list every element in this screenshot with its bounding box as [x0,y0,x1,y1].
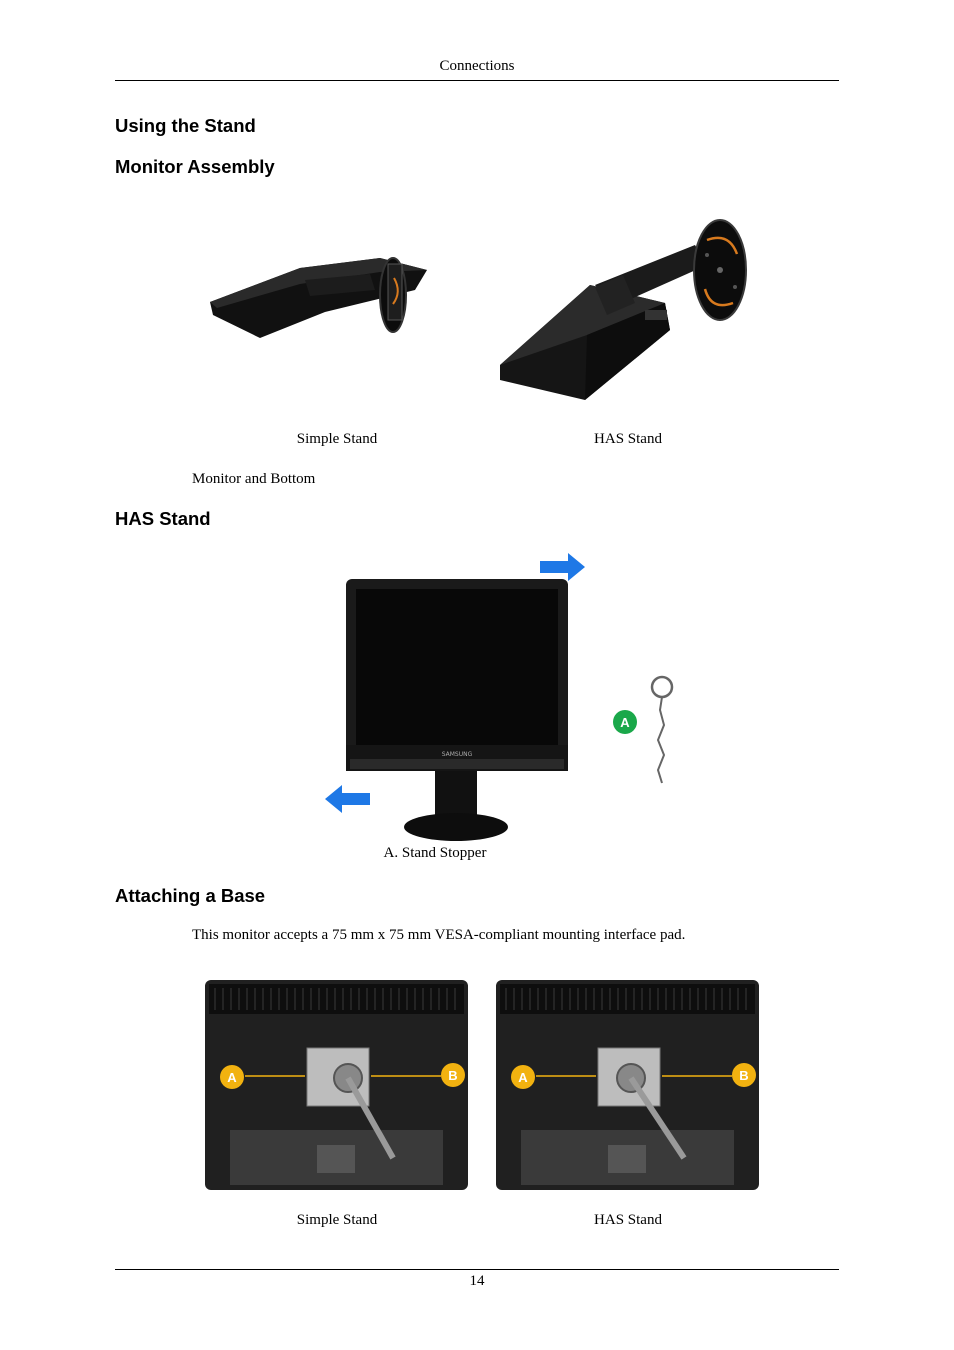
has-stand-assembly-image [500,219,747,400]
back-view-has-stand: A B [496,980,759,1190]
marker-b-icon [441,1063,465,1087]
header-rule [115,80,839,81]
marker-a-icon [220,1065,244,1089]
heading-attaching-base: Attaching a Base [115,885,266,906]
arrow-right-icon [540,553,585,581]
assembly-note: Monitor and Bottom [192,471,316,487]
running-header: Connections [439,58,515,74]
caption-simple-stand: Simple Stand [296,431,378,447]
brand-logo: SAMSUNG [442,751,473,758]
caption-stand-stopper: A. Stand Stopper [383,845,487,861]
simple-stand-assembly-image [210,257,427,338]
arrow-left-icon [325,785,370,813]
heading-monitor-assembly: Monitor Assembly [115,156,275,177]
page-number: 14 [469,1273,485,1289]
back-view-simple-stand: A B [205,980,468,1190]
has-stand-figure: SAMSUNG A [325,553,674,841]
caption-has-stand: HAS Stand [594,431,662,447]
marker-a-label: A [620,715,630,730]
stand-stopper-icon [650,675,674,784]
marker-a-icon [511,1065,535,1089]
caption-simple-stand-back: Simple Stand [296,1212,378,1228]
marker-a-icon [613,710,637,734]
marker-b-label: B [448,1068,457,1083]
heading-using-stand: Using the Stand [115,115,256,136]
vesa-paragraph: This monitor accepts a 75 mm x 75 mm VES… [192,927,686,943]
footer-rule [115,1269,839,1270]
marker-b-label: B [739,1068,748,1083]
marker-a-label: A [227,1070,237,1085]
caption-has-stand-back: HAS Stand [594,1212,662,1228]
marker-b-icon [732,1063,756,1087]
marker-a-label: A [518,1070,528,1085]
heading-has-stand: HAS Stand [115,508,211,529]
